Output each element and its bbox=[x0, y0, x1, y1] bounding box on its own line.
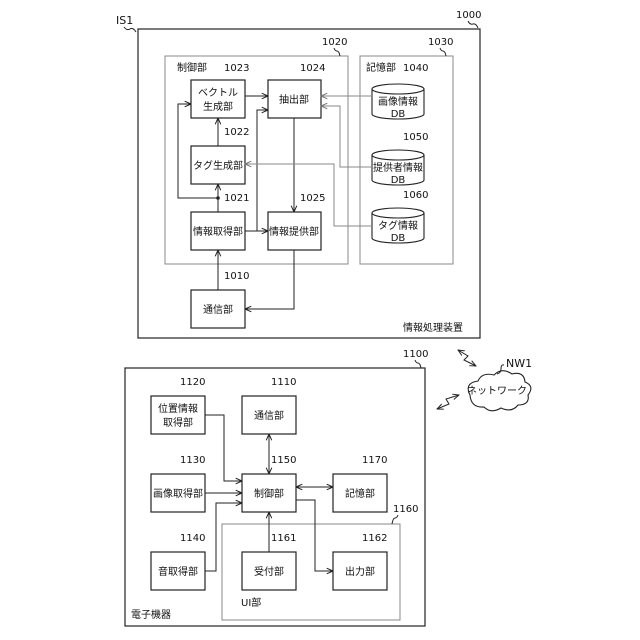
arrow-soundget-to-control bbox=[205, 503, 242, 571]
tag-gen-label: タグ生成部 bbox=[193, 159, 243, 172]
pos-get-ref: 1120 bbox=[180, 377, 205, 388]
nw1-label: NW1 bbox=[506, 357, 532, 370]
image-db-line2: DB bbox=[391, 109, 406, 120]
device-ref-leader bbox=[415, 360, 421, 368]
server-frame bbox=[138, 29, 480, 338]
image-get-label: 画像取得部 bbox=[153, 487, 203, 500]
pos-get-line2: 取得部 bbox=[163, 416, 193, 429]
is1-label: IS1 bbox=[116, 14, 133, 27]
junction-dot bbox=[216, 196, 220, 200]
arrow-control-to-output bbox=[296, 500, 333, 571]
server-caption: 情報処理装置 bbox=[403, 321, 463, 334]
link-device-network-icon bbox=[437, 395, 459, 409]
provider-db-ref: 1050 bbox=[403, 132, 428, 143]
link-server-network-icon bbox=[458, 350, 476, 366]
server-ref: 1000 bbox=[456, 10, 481, 21]
tag-db-ref: 1060 bbox=[403, 190, 428, 201]
tag-db-line2: DB bbox=[391, 233, 406, 244]
server-control-ref: 1020 bbox=[322, 37, 347, 48]
info-provide-ref: 1025 bbox=[300, 193, 325, 204]
accept-ref: 1161 bbox=[271, 533, 296, 544]
device-caption: 電子機器 bbox=[131, 608, 171, 621]
pos-get-line1: 位置情報 bbox=[158, 402, 198, 415]
server-comm-ref: 1010 bbox=[224, 271, 249, 282]
server-storage-caption: 記憶部 bbox=[366, 61, 396, 74]
server-control-caption: 制御部 bbox=[177, 61, 207, 74]
accept-label: 受付部 bbox=[254, 565, 284, 578]
image-db-line1: 画像情報 bbox=[378, 95, 418, 108]
arrow-providerdb-to-extract bbox=[321, 106, 372, 167]
device-comm-label: 通信部 bbox=[254, 409, 284, 422]
server-comm-label: 通信部 bbox=[203, 303, 233, 316]
vector-gen-line1: ベクトル bbox=[198, 87, 238, 99]
image-get-ref: 1130 bbox=[180, 455, 205, 466]
server-ref-leader bbox=[468, 21, 478, 28]
sound-get-ref: 1140 bbox=[180, 533, 205, 544]
provider-db-line2: DB bbox=[391, 175, 406, 186]
device-storage-ref: 1170 bbox=[362, 455, 387, 466]
device-ref: 1100 bbox=[403, 349, 428, 360]
device-storage-label: 記憶部 bbox=[345, 487, 375, 500]
extract-label: 抽出部 bbox=[279, 93, 309, 106]
provider-db-line1: 提供者情報 bbox=[373, 161, 423, 174]
extract-ref: 1024 bbox=[300, 63, 325, 74]
info-get-label: 情報取得部 bbox=[193, 225, 243, 238]
ui-ref-leader bbox=[392, 515, 398, 524]
ui-caption: UI部 bbox=[241, 596, 261, 609]
server-control-leader bbox=[334, 48, 340, 56]
server-storage-leader bbox=[440, 48, 446, 56]
device-comm-ref: 1110 bbox=[271, 377, 296, 388]
tag-gen-ref: 1022 bbox=[224, 127, 249, 138]
info-get-ref: 1021 bbox=[224, 193, 249, 204]
image-db-ref: 1040 bbox=[403, 63, 428, 74]
server-storage-ref: 1030 bbox=[428, 37, 453, 48]
tag-db-line1: タグ情報 bbox=[378, 219, 418, 232]
info-provide-label: 情報提供部 bbox=[269, 225, 319, 238]
output-ref: 1162 bbox=[362, 533, 387, 544]
arrow-infoget-to-extract bbox=[257, 110, 268, 231]
vector-gen-line2: 生成部 bbox=[203, 100, 233, 113]
ui-ref: 1160 bbox=[393, 504, 418, 515]
arrow-provide-to-comm bbox=[245, 250, 294, 309]
device-control-ref: 1150 bbox=[271, 455, 296, 466]
output-label: 出力部 bbox=[345, 565, 375, 578]
is1-leader bbox=[124, 27, 136, 32]
network-label: ネットワーク bbox=[467, 385, 527, 397]
sound-get-label: 音取得部 bbox=[158, 565, 198, 578]
vector-gen-ref: 1023 bbox=[224, 63, 249, 74]
device-control-label: 制御部 bbox=[254, 487, 284, 500]
arrow-posget-to-control bbox=[205, 415, 242, 481]
